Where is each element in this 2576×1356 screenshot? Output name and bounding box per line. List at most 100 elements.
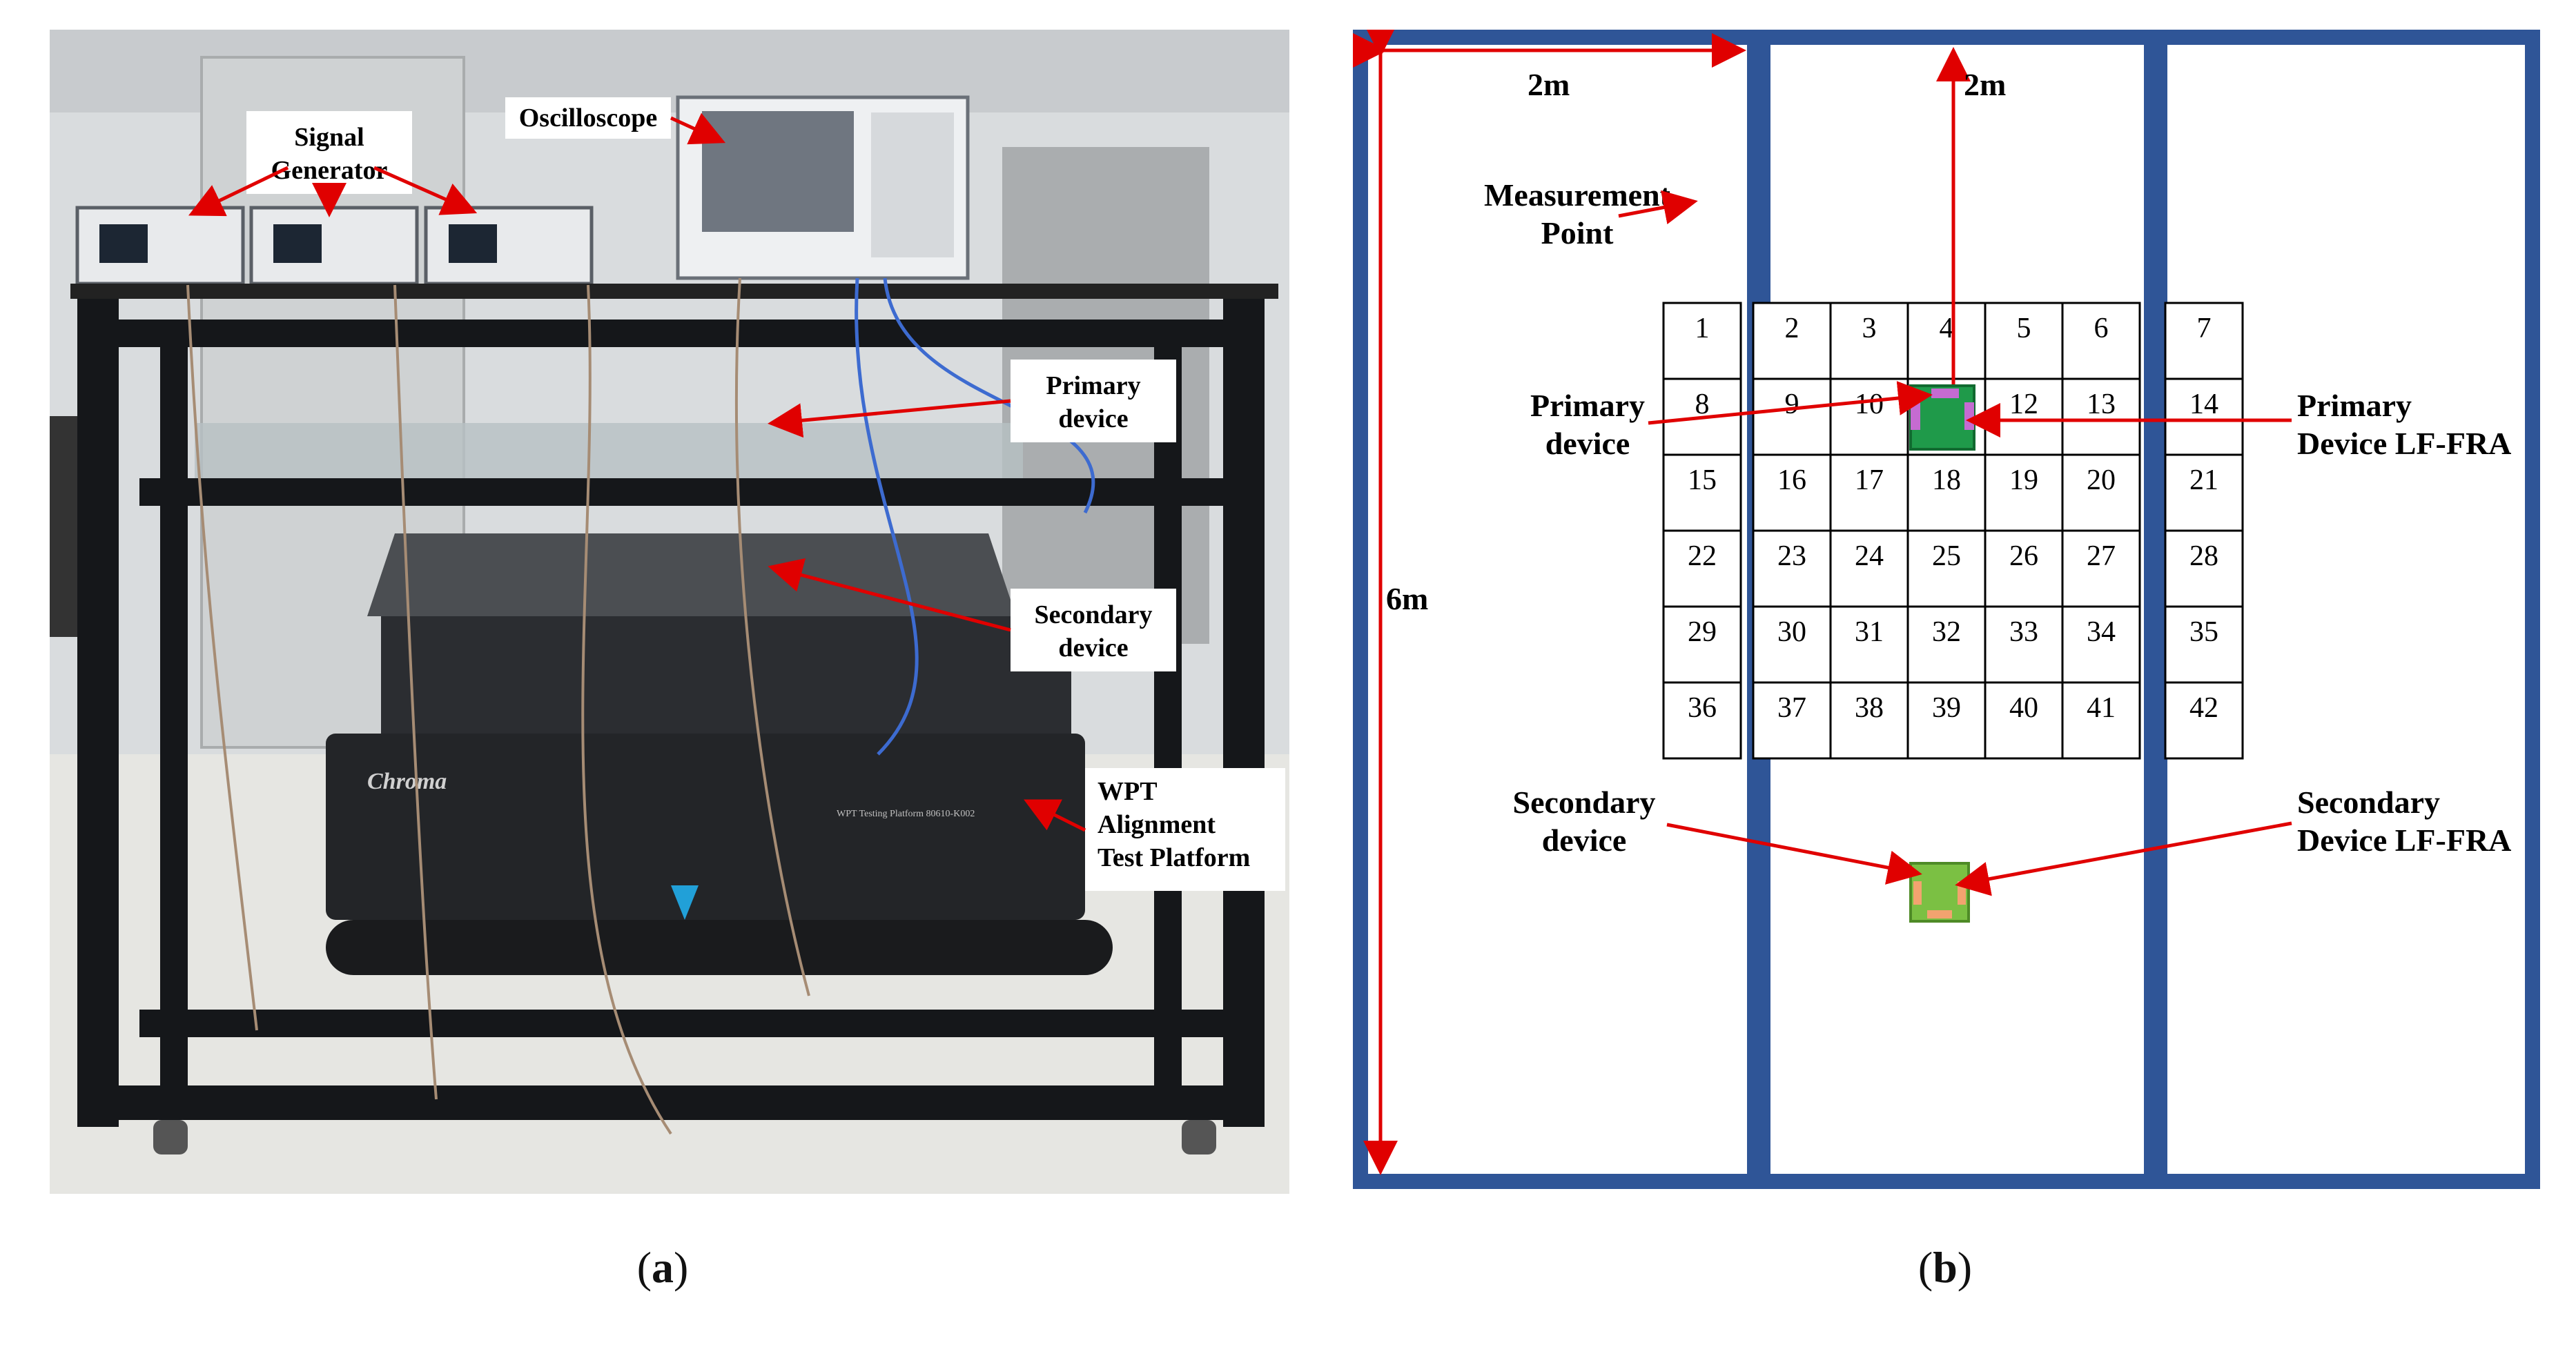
grid-cell	[1662, 302, 1742, 380]
label-primary-lffra: Primary Device LF-FRA	[2297, 388, 2511, 461]
grid-cell	[1906, 453, 1987, 532]
primary-lffra-left	[1911, 402, 1920, 430]
measurement-grid: 1234567891011121314151617181920212223242…	[1662, 302, 2244, 760]
svg-text:Point: Point	[1541, 215, 1614, 250]
grid-cell	[1662, 681, 1742, 760]
arrow-secondary-device	[1666, 823, 1922, 885]
grid-cell-number: 34	[2087, 616, 2116, 648]
grid-cell-number: 12	[2009, 389, 2038, 420]
label-oscilloscope: Oscilloscope	[505, 97, 671, 139]
grid-cell-number: 28	[2189, 540, 2218, 572]
grid-cell	[2164, 605, 2244, 684]
grid-cell-number: 27	[2087, 540, 2116, 572]
grid-cell-number: 9	[1785, 389, 1799, 420]
svg-text:device: device	[1058, 633, 1128, 662]
svg-text:Alignment: Alignment	[1097, 810, 1216, 839]
aluminum-frame	[77, 299, 1265, 1127]
label-signal-generator: Signal Generator	[246, 111, 412, 194]
grid-cell-number: 10	[1855, 389, 1884, 420]
svg-text:Secondary: Secondary	[1513, 785, 1656, 820]
grid-cell-number: 31	[1855, 616, 1884, 648]
secondary-plate	[367, 533, 1016, 616]
grid-cell-number: 22	[1688, 540, 1717, 572]
grid-cell	[1906, 681, 1987, 760]
svg-text:Device LF-FRA: Device LF-FRA	[2297, 426, 2511, 461]
grid-cell	[1662, 453, 1742, 532]
svg-text:Primary: Primary	[2297, 388, 2412, 423]
grid-cell-number: 32	[1932, 616, 1961, 648]
label-platform: WPT Alignment Test Platform	[1085, 768, 1285, 891]
label-secondary-device: Secondary device	[1011, 589, 1176, 671]
svg-text:Primary: Primary	[1530, 388, 1645, 423]
grid-cell	[1906, 302, 1987, 380]
label-secondary-lffra: Secondary Device LF-FRA	[2297, 785, 2511, 858]
grid-cell-number: 18	[1932, 464, 1961, 496]
dim-width-left: 2m	[1528, 67, 1570, 102]
grid-cell	[1984, 453, 2064, 532]
grid-cell	[2164, 681, 2244, 760]
grid-cell-number: 29	[1688, 616, 1717, 648]
grid-cell	[1829, 681, 1909, 760]
grid-cell-number: 17	[1855, 464, 1884, 496]
grid-cell-number: 14	[2189, 389, 2218, 420]
grid-cell	[2164, 453, 2244, 532]
secondary-lffra-left	[1913, 881, 1922, 905]
svg-text:Device LF-FRA: Device LF-FRA	[2297, 823, 2511, 858]
primary-plate	[195, 423, 1023, 478]
grid-cell-number: 26	[2009, 540, 2038, 572]
grid-cell	[2164, 377, 2244, 456]
grid-cell	[1984, 302, 2064, 380]
grid-cell-number: 24	[1855, 540, 1884, 572]
grid-cell-number: 4	[1940, 313, 1954, 344]
grid-cell	[2061, 453, 2141, 532]
test-setup-photo: Chroma WPT Testing Platform 80610-K002 S…	[50, 30, 1289, 1194]
dimension-lines	[1353, 30, 1971, 1175]
grid-cell	[1984, 529, 2064, 608]
primary-lffra-top	[1931, 389, 1959, 398]
caption-a: (a)	[636, 1243, 689, 1292]
caption-b: (b)	[1918, 1243, 1973, 1292]
grid-cell	[1984, 681, 2064, 760]
grid-cell	[1752, 453, 1832, 532]
grid-cell-number: 21	[2189, 464, 2218, 496]
grid-cell-number: 13	[2087, 389, 2116, 420]
grid-cell	[2061, 377, 2141, 456]
label-primary-device: Primary device	[1530, 388, 1645, 461]
primary-lffra-right	[1964, 402, 1974, 430]
grid-cell	[1752, 302, 1832, 380]
grid-cell	[1662, 605, 1742, 684]
grid-cell-number: 35	[2189, 616, 2218, 648]
grid-cell-number: 39	[1932, 692, 1961, 724]
svg-text:Measurement: Measurement	[1484, 177, 1671, 213]
brand-text: Chroma	[367, 769, 447, 794]
grid-cell	[1829, 302, 1909, 380]
grid-cell	[1984, 605, 2064, 684]
grid-cell-number: 23	[1777, 540, 1806, 572]
grid-cell-number: 37	[1777, 692, 1806, 724]
oscilloscope	[676, 95, 970, 280]
svg-text:Generator: Generator	[271, 156, 388, 185]
grid-cell	[1829, 377, 1909, 456]
grid-cell	[1829, 453, 1909, 532]
grid-cell-number: 3	[1862, 313, 1877, 344]
dim-height: 6m	[1386, 581, 1428, 616]
grid-cell-number: 15	[1688, 464, 1717, 496]
grid-cell-number: 33	[2009, 616, 2038, 648]
top-shelf	[70, 284, 1278, 299]
grid-cell-number: 36	[1688, 692, 1717, 724]
grid-cell-number: 25	[1932, 540, 1961, 572]
grid-cell-number: 30	[1777, 616, 1806, 648]
svg-text:Test Platform: Test Platform	[1097, 843, 1250, 872]
svg-text:Secondary: Secondary	[1035, 600, 1153, 629]
grid-cell	[1752, 681, 1832, 760]
measurement-floor-plan: 1234567891011121314151617181920212223242…	[1353, 30, 2540, 1189]
grid-cell	[2061, 605, 2141, 684]
caption-a-letter: a	[652, 1243, 674, 1292]
svg-text:Primary: Primary	[1046, 371, 1140, 400]
label-primary-device: Primary device	[1011, 360, 1176, 442]
grid-cell-number: 42	[2189, 692, 2218, 724]
grid-cell-number: 41	[2087, 692, 2116, 724]
grid-cell	[1752, 377, 1832, 456]
label-measurement-point: Measurement Point	[1484, 177, 1671, 250]
svg-text:WPT: WPT	[1097, 777, 1158, 806]
